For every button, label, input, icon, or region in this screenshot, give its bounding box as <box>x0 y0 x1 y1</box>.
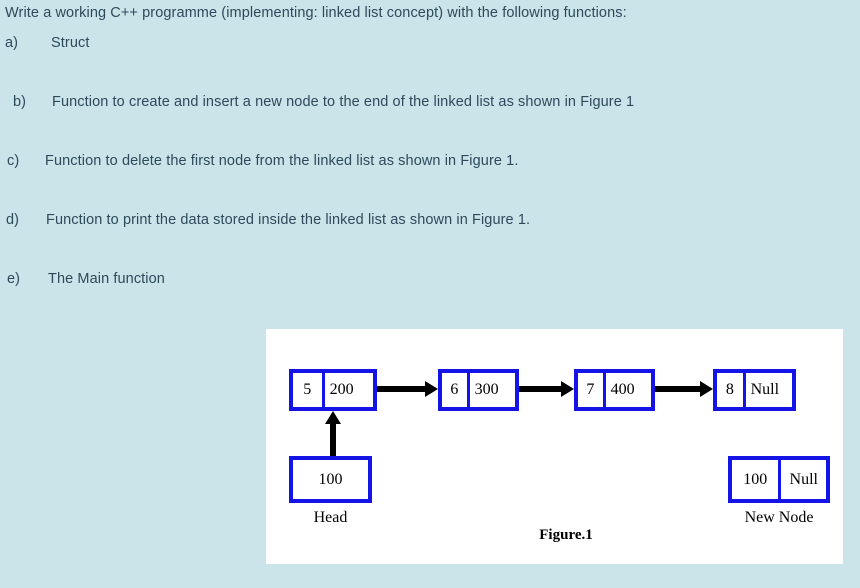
question-item-c-letter: c) <box>7 153 20 169</box>
arrow-shaft <box>519 386 561 392</box>
head-pointer-box: 100 <box>289 456 372 503</box>
node-1-data-cell: 5 <box>293 373 325 407</box>
arrow-shaft <box>330 422 336 456</box>
linked-list-node-3: 7 400 <box>574 369 655 411</box>
question-item-e-text: The Main function <box>48 271 165 287</box>
question-item-d-letter: d) <box>6 212 20 228</box>
arrow-head <box>561 381 574 397</box>
question-intro: Write a working C++ programme (implement… <box>5 5 627 21</box>
arrow-head <box>325 411 341 424</box>
arrow-head <box>425 381 438 397</box>
figure-caption: Figure.1 <box>539 527 593 543</box>
head-label: Head <box>313 509 348 526</box>
question-item-e: e) The Main function <box>7 271 165 287</box>
new-node-next-cell: Null <box>789 470 818 488</box>
question-item-c: c) Function to delete the first node fro… <box>7 153 518 169</box>
linked-list-node-4: 8 Null <box>713 369 796 411</box>
question-item-d-text: Function to print the data stored inside… <box>46 212 531 228</box>
question-item-a-text: Struct <box>51 35 90 51</box>
node-2-next-cell: 300 <box>474 381 499 398</box>
question-item-e-letter: e) <box>7 271 21 287</box>
node-4-next-cell: Null <box>750 381 780 398</box>
linked-list-figure: 5 200 6 300 7 400 8 Null 100 Head <box>266 329 843 564</box>
question-item-b-letter: b) <box>13 94 27 110</box>
question-item-b: b) Function to create and insert a new n… <box>13 94 634 110</box>
new-node-data-cell: 100 <box>732 460 782 499</box>
linked-list-node-2: 6 300 <box>438 369 519 411</box>
node-1-next-cell: 200 <box>329 381 354 398</box>
node-4-data-cell: 8 <box>717 373 746 407</box>
new-node-box: 100 Null <box>728 456 830 503</box>
head-value-cell: 100 <box>318 470 343 488</box>
question-item-a-letter: a) <box>5 35 19 51</box>
node-2-data-cell: 6 <box>442 373 470 407</box>
node-3-data-cell: 7 <box>578 373 606 407</box>
question-item-b-text: Function to create and insert a new node… <box>52 94 635 110</box>
node-3-next-cell: 400 <box>610 381 635 398</box>
linked-list-node-1: 5 200 <box>289 369 377 411</box>
arrow-head <box>700 381 713 397</box>
head-pointer-arrow-icon <box>325 411 341 456</box>
question-item-a: a) Struct <box>5 35 89 51</box>
new-node-label: New Node <box>744 509 814 526</box>
arrow-shaft <box>655 386 700 392</box>
arrow-shaft <box>377 386 425 392</box>
question-item-c-text: Function to delete the first node from t… <box>45 153 519 169</box>
question-item-d: d) Function to print the data stored ins… <box>6 212 530 228</box>
